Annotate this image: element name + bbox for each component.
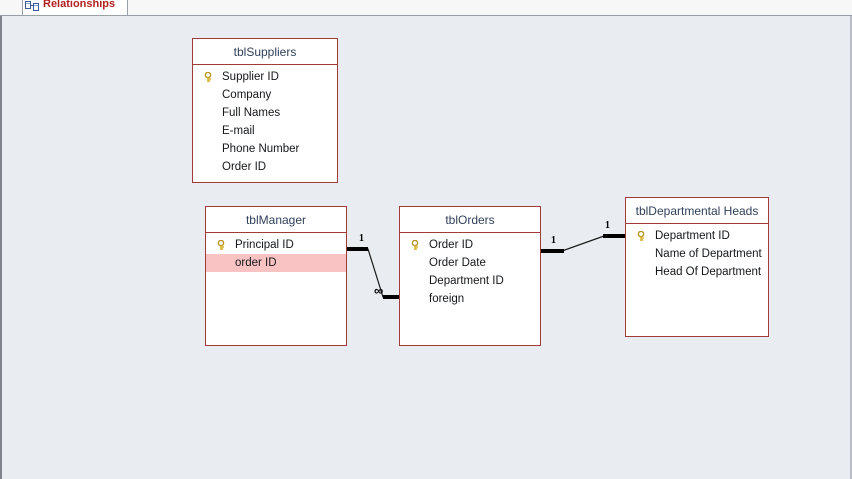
relationship-label-many-orders: ∞ xyxy=(374,283,384,298)
field-row[interactable]: Department ID xyxy=(400,272,540,290)
field-name: Principal ID xyxy=(235,239,294,251)
table-header[interactable]: tblManager xyxy=(206,207,346,233)
table-tblManager[interactable]: tblManager Principal ID order ID xyxy=(205,206,347,346)
field-name: Department ID xyxy=(429,275,504,287)
field-name: foreign xyxy=(429,293,465,305)
table-tblDepartmentalHeads[interactable]: tblDepartmental Heads Department ID xyxy=(625,197,769,337)
field-name: Order Date xyxy=(429,257,486,269)
key-placeholder xyxy=(204,162,218,173)
field-list: Principal ID order ID xyxy=(206,233,346,272)
relationship-label-one-orders: 1 xyxy=(551,235,556,246)
key-placeholder xyxy=(204,108,218,119)
key-placeholder xyxy=(637,267,651,278)
key-placeholder xyxy=(637,249,651,260)
field-list: Department ID Name of Department Head Of… xyxy=(626,224,768,281)
primary-key-icon xyxy=(411,239,425,251)
relationships-canvas[interactable]: tblSuppliers Supplier ID Company xyxy=(0,16,852,479)
tab-strip: Relationships xyxy=(0,0,852,16)
field-list: Order ID Order Date Department ID foreig… xyxy=(400,233,540,308)
key-placeholder xyxy=(411,294,425,305)
field-list: Supplier ID Company Full Names E-mail Ph… xyxy=(193,65,337,176)
key-placeholder xyxy=(204,90,218,101)
table-header[interactable]: tblDepartmental Heads xyxy=(626,198,768,224)
field-row[interactable]: E-mail xyxy=(193,122,337,140)
field-row[interactable]: Name of Department xyxy=(626,245,768,263)
table-tblSuppliers[interactable]: tblSuppliers Supplier ID Company xyxy=(192,38,338,183)
relationship-label-one-manager: 1 xyxy=(359,233,364,244)
field-row[interactable]: Head Of Department xyxy=(626,263,768,281)
table-title: tblManager xyxy=(245,212,307,227)
field-name: Supplier ID xyxy=(222,71,279,83)
field-row[interactable]: foreign xyxy=(400,290,540,308)
key-placeholder xyxy=(411,276,425,287)
field-row[interactable]: Full Names xyxy=(193,104,337,122)
field-row[interactable]: Order ID xyxy=(400,236,540,254)
field-row[interactable]: Principal ID xyxy=(206,236,346,254)
table-header[interactable]: tblSuppliers xyxy=(193,39,337,65)
field-name: order ID xyxy=(235,257,277,269)
relationship-label-one-heads: 1 xyxy=(605,220,610,231)
field-row-selected[interactable]: order ID xyxy=(206,254,346,272)
field-row[interactable]: Order ID xyxy=(193,158,337,176)
field-row[interactable]: Department ID xyxy=(626,227,768,245)
field-row[interactable]: Supplier ID xyxy=(193,68,337,86)
primary-key-icon xyxy=(217,239,231,251)
field-name: Order ID xyxy=(222,161,267,173)
table-title: tblOrders xyxy=(445,212,495,227)
field-name: Head Of Department xyxy=(655,266,762,278)
field-name: Name of Department xyxy=(655,248,762,260)
field-row[interactable]: Company xyxy=(193,86,337,104)
primary-key-icon xyxy=(637,230,651,242)
tab-relationships[interactable]: Relationships xyxy=(22,0,129,15)
field-name: Department ID xyxy=(655,230,730,242)
key-placeholder xyxy=(204,144,218,155)
field-row[interactable]: Phone Number xyxy=(193,140,337,158)
key-placeholder xyxy=(411,258,425,269)
field-name: E-mail xyxy=(222,125,255,137)
table-title: tblSuppliers xyxy=(233,44,297,59)
field-row[interactable]: Order Date xyxy=(400,254,540,272)
field-name: Phone Number xyxy=(222,143,300,155)
primary-key-icon xyxy=(204,71,218,83)
relationships-icon xyxy=(25,0,39,11)
field-name: Company xyxy=(222,89,272,101)
table-tblOrders[interactable]: tblOrders Order ID Order Date xyxy=(399,206,541,346)
tab-label: Relationships xyxy=(43,0,116,10)
field-name: Order ID xyxy=(429,239,474,251)
key-placeholder xyxy=(217,258,231,269)
table-title: tblDepartmental Heads xyxy=(635,203,759,218)
table-header[interactable]: tblOrders xyxy=(400,207,540,233)
key-placeholder xyxy=(204,126,218,137)
field-name: Full Names xyxy=(222,107,281,119)
